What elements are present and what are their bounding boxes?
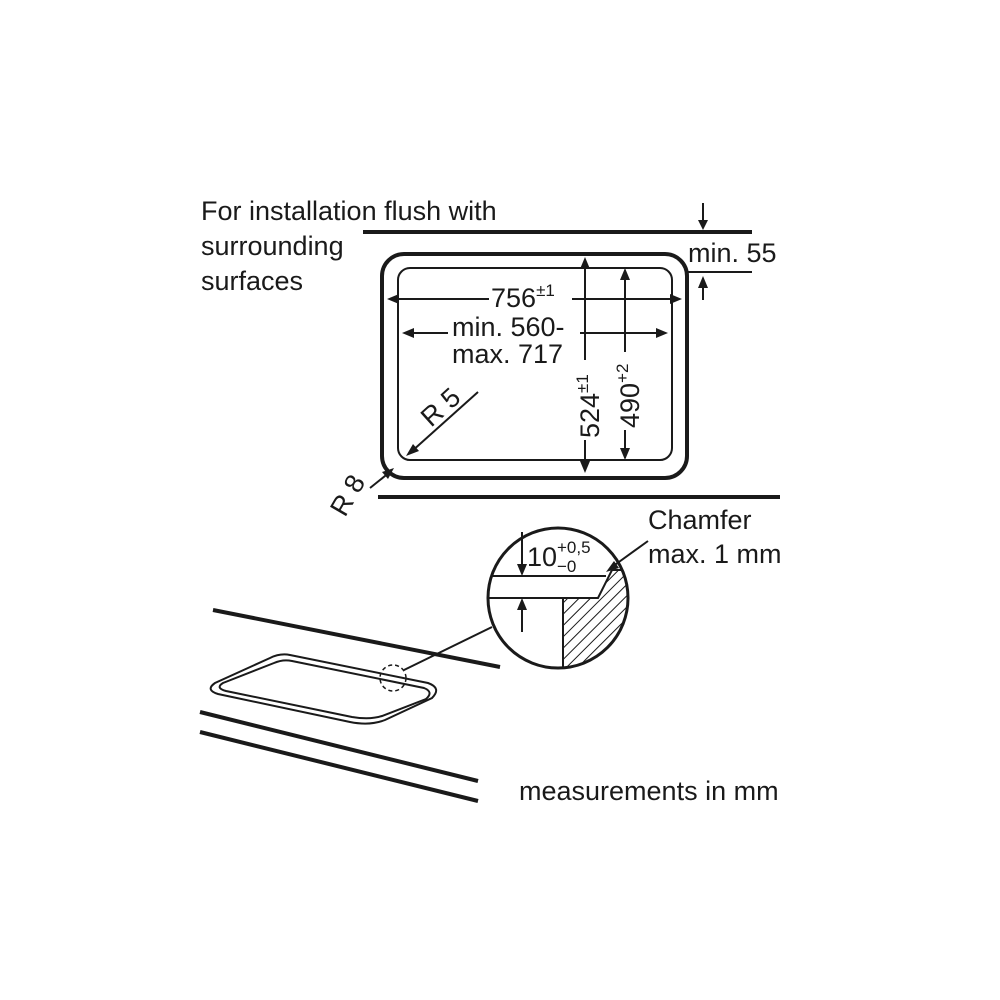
inner-cutout	[397, 267, 673, 461]
width-label: 756±1	[491, 281, 555, 313]
step-tolerance-lower: −0	[557, 557, 576, 576]
inner-width-label-1: min. 560-	[452, 312, 565, 342]
title-line-3: surfaces	[201, 266, 303, 296]
depth-label: 524±1	[573, 374, 605, 438]
perspective-front-edge-bottom	[199, 730, 479, 803]
title-line-2: surrounding	[201, 231, 344, 261]
chamfer-label-1: Chamfer	[648, 505, 752, 535]
step-tolerance-upper: +0,5	[557, 538, 591, 557]
inner-width-label-2: max. 717	[452, 339, 563, 369]
step-label: 10	[527, 542, 557, 572]
perspective-cutout-inner	[218, 659, 431, 720]
r8-label: R 8	[324, 470, 371, 521]
chamfer-label-2: max. 1 mm	[648, 539, 782, 569]
r5-leader	[410, 391, 479, 453]
perspective-cutout-outer	[209, 653, 438, 725]
perspective-back-edge	[212, 608, 501, 669]
gap-label: min. 55	[688, 238, 777, 268]
inner-depth-label: 490+2	[613, 364, 645, 428]
detail-view	[488, 569, 628, 668]
title-line-1: For installation flush with	[201, 196, 497, 226]
perspective-front-edge-top	[199, 710, 479, 783]
detail-circle	[486, 526, 630, 670]
r5-label: R 5	[415, 382, 466, 432]
detail-leader	[403, 626, 493, 671]
detail-marker	[379, 664, 407, 692]
chamfer-leader	[611, 540, 649, 568]
outer-cutout	[380, 252, 689, 480]
units-label: measurements in mm	[519, 776, 779, 806]
